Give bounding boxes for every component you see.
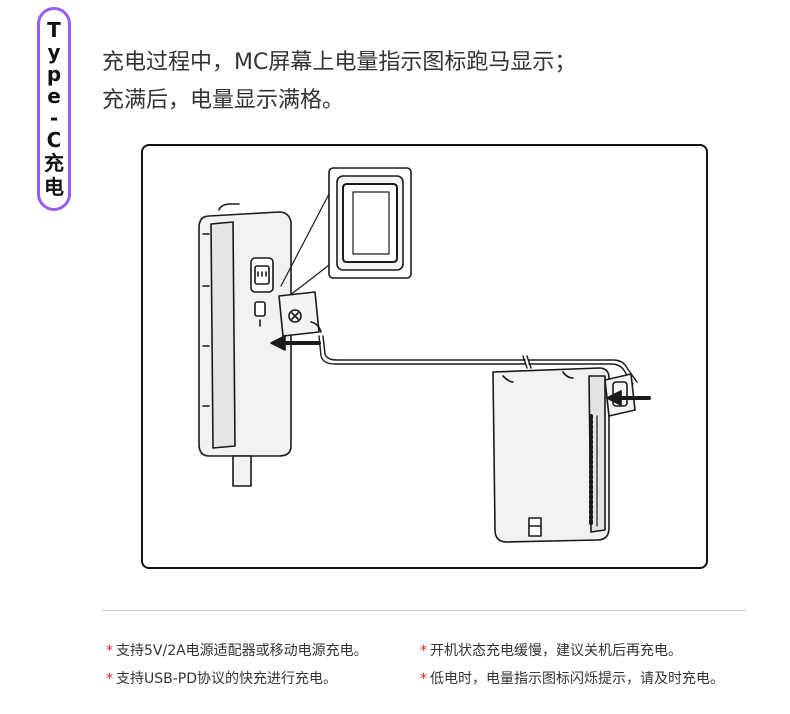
type-c-plug-icon [278, 291, 322, 337]
note-text: 低电时，电量指示图标闪烁提示，请及时充电。 [430, 671, 724, 687]
insert-arrow-left-icon [270, 335, 321, 351]
intro-line-1: 充电过程中，MC屏幕上电量指示图标跑马显示； [102, 50, 577, 75]
note-item: *支持5V/2A电源适配器或移动电源充电。 [106, 640, 420, 662]
note-text: 开机状态充电缓慢，建议关机后再充电。 [430, 643, 682, 659]
note-text: 支持5V/2A电源适配器或移动电源充电。 [116, 643, 368, 659]
note-text: 支持USB-PD协议的快充进行充电。 [116, 671, 338, 687]
intro-line-2: 充满后，电量显示满格。 [102, 88, 345, 113]
type-c-charging-tag: T y p e - C 充 电 [37, 7, 71, 211]
tag-char: 电 [44, 175, 64, 199]
tag-char: 充 [44, 151, 64, 175]
tag-char: C [46, 128, 62, 152]
tag-char: e [47, 84, 61, 108]
tag-char: p [46, 62, 62, 86]
charging-illustration [141, 144, 708, 569]
charging-cable [318, 335, 638, 385]
power-bank-icon [492, 367, 636, 543]
note-bullet: * [420, 671, 427, 687]
note-item: *支持USB-PD协议的快充进行充电。 [106, 668, 420, 690]
note-bullet: * [420, 643, 427, 659]
note-bullet: * [106, 643, 113, 659]
insert-arrow-right-icon [606, 390, 651, 406]
charging-diagram-svg [198, 167, 651, 543]
intro-text: 充电过程中，MC屏幕上电量指示图标跑马显示； 充满后，电量显示满格。 [102, 44, 722, 120]
note-item: *低电时，电量指示图标闪烁提示，请及时充电。 [420, 668, 766, 690]
tag-char: - [49, 106, 59, 130]
note-bullet: * [106, 671, 113, 687]
tag-char: T [47, 18, 61, 42]
charging-notes: *支持5V/2A电源适配器或移动电源充电。 *开机状态充电缓慢，建议关机后再充电… [106, 640, 766, 690]
note-item: *开机状态充电缓慢，建议关机后再充电。 [420, 640, 766, 662]
section-divider [102, 610, 746, 611]
handheld-mc-device-icon [198, 203, 292, 487]
tag-char: y [47, 40, 61, 64]
battery-indicator-zoom-icon [280, 167, 412, 297]
